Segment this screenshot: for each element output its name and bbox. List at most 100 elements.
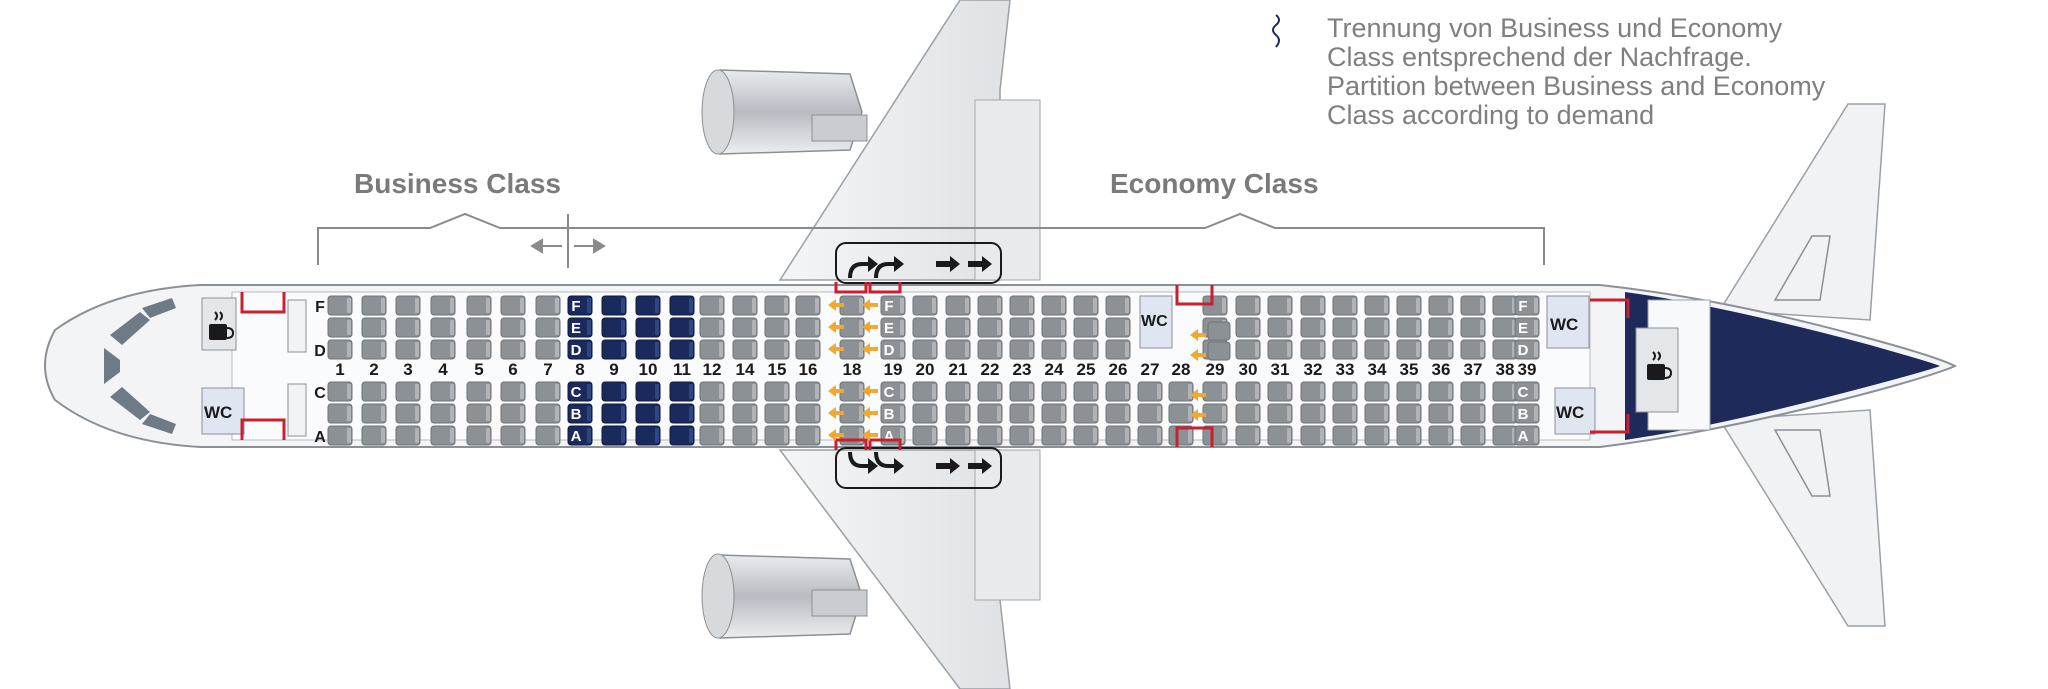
seat-7-E[interactable] — [535, 317, 561, 338]
seat-12-A[interactable] — [699, 425, 725, 446]
seat-21-D[interactable] — [945, 339, 971, 360]
seat-26-D[interactable] — [1105, 339, 1131, 360]
seat-10-E[interactable] — [635, 317, 661, 338]
seat-30-E[interactable] — [1235, 317, 1261, 338]
seat-32-E[interactable] — [1300, 317, 1326, 338]
seat-20-D[interactable] — [912, 339, 938, 360]
seat-36-D[interactable] — [1428, 339, 1454, 360]
seat-7-B[interactable] — [535, 403, 561, 424]
seat-33-F[interactable] — [1332, 295, 1358, 316]
seat-12-E[interactable] — [699, 317, 725, 338]
seat-34-E[interactable] — [1364, 317, 1390, 338]
seat-5-F[interactable] — [466, 295, 492, 316]
seat-7-C[interactable] — [535, 381, 561, 402]
seat-14-E[interactable] — [732, 317, 758, 338]
seat-23-C[interactable] — [1009, 381, 1035, 402]
seat-6-C[interactable] — [500, 381, 526, 402]
seat-6-F[interactable] — [500, 295, 526, 316]
seat-16-C[interactable] — [795, 381, 821, 402]
seat-7-F[interactable] — [535, 295, 561, 316]
seat-34-C[interactable] — [1364, 381, 1390, 402]
seat-30-A[interactable] — [1235, 425, 1261, 446]
seat-15-E[interactable] — [764, 317, 790, 338]
seat-24-B[interactable] — [1041, 403, 1067, 424]
seat-16-F[interactable] — [795, 295, 821, 316]
seat-1-F[interactable] — [327, 295, 353, 316]
seat-39-E[interactable] — [1514, 317, 1540, 338]
seat-27-A[interactable] — [1137, 425, 1163, 446]
seat-32-A[interactable] — [1300, 425, 1326, 446]
seat-39-F[interactable] — [1514, 295, 1540, 316]
seat-22-A[interactable] — [977, 425, 1003, 446]
seat-15-C[interactable] — [764, 381, 790, 402]
seat-4-F[interactable] — [430, 295, 456, 316]
seat-1-B[interactable] — [327, 403, 353, 424]
seat-15-D[interactable] — [764, 339, 790, 360]
seat-8-C[interactable] — [567, 381, 593, 402]
seat-4-B[interactable] — [430, 403, 456, 424]
seat-14-C[interactable] — [732, 381, 758, 402]
seat-37-C[interactable] — [1460, 381, 1486, 402]
seat-33-E[interactable] — [1332, 317, 1358, 338]
seat-21-B[interactable] — [945, 403, 971, 424]
seat-8-F[interactable] — [567, 295, 593, 316]
seat-22-E[interactable] — [977, 317, 1003, 338]
seat-31-F[interactable] — [1267, 295, 1293, 316]
seat-26-F[interactable] — [1105, 295, 1131, 316]
seat-6-A[interactable] — [500, 425, 526, 446]
seat-31-D[interactable] — [1267, 339, 1293, 360]
seat-2-A[interactable] — [361, 425, 387, 446]
seat-27-B[interactable] — [1137, 403, 1163, 424]
seat-6-B[interactable] — [500, 403, 526, 424]
seat-24-F[interactable] — [1041, 295, 1067, 316]
seat-22-C[interactable] — [977, 381, 1003, 402]
seat-2-E[interactable] — [361, 317, 387, 338]
seat-11-D[interactable] — [669, 339, 695, 360]
seat-11-E[interactable] — [669, 317, 695, 338]
seat-23-A[interactable] — [1009, 425, 1035, 446]
seat-37-E[interactable] — [1460, 317, 1486, 338]
seat-33-C[interactable] — [1332, 381, 1358, 402]
seat-11-A[interactable] — [669, 425, 695, 446]
seat-19-C[interactable] — [880, 381, 906, 402]
seat-34-D[interactable] — [1364, 339, 1390, 360]
seat-4-C[interactable] — [430, 381, 456, 402]
seat-31-A[interactable] — [1267, 425, 1293, 446]
seat-2-B[interactable] — [361, 403, 387, 424]
seat-35-E[interactable] — [1396, 317, 1422, 338]
seat-15-B[interactable] — [764, 403, 790, 424]
seat-23-F[interactable] — [1009, 295, 1035, 316]
seat-5-E[interactable] — [466, 317, 492, 338]
seat-36-E[interactable] — [1428, 317, 1454, 338]
seat-16-B[interactable] — [795, 403, 821, 424]
seat-39-D[interactable] — [1514, 339, 1540, 360]
seat-31-E[interactable] — [1267, 317, 1293, 338]
seat-33-A[interactable] — [1332, 425, 1358, 446]
seat-14-A[interactable] — [732, 425, 758, 446]
seat-20-E[interactable] — [912, 317, 938, 338]
seat-14-F[interactable] — [732, 295, 758, 316]
seat-4-E[interactable] — [430, 317, 456, 338]
seat-21-A[interactable] — [945, 425, 971, 446]
seat-37-B[interactable] — [1460, 403, 1486, 424]
seat-3-D[interactable] — [395, 339, 421, 360]
seat-7-A[interactable] — [535, 425, 561, 446]
seat-25-F[interactable] — [1073, 295, 1099, 316]
seat-34-A[interactable] — [1364, 425, 1390, 446]
seat-11-B[interactable] — [669, 403, 695, 424]
seat-25-E[interactable] — [1073, 317, 1099, 338]
seat-9-E[interactable] — [601, 317, 627, 338]
seat-33-B[interactable] — [1332, 403, 1358, 424]
seat-10-D[interactable] — [635, 339, 661, 360]
seat-23-E[interactable] — [1009, 317, 1035, 338]
seat-20-B[interactable] — [912, 403, 938, 424]
seat-26-B[interactable] — [1105, 403, 1131, 424]
seat-9-A[interactable] — [601, 425, 627, 446]
seat-25-A[interactable] — [1073, 425, 1099, 446]
seat-35-A[interactable] — [1396, 425, 1422, 446]
seat-10-A[interactable] — [635, 425, 661, 446]
seat-15-F[interactable] — [764, 295, 790, 316]
seat-28-C[interactable] — [1168, 381, 1194, 402]
seat-5-A[interactable] — [466, 425, 492, 446]
seat-37-D[interactable] — [1460, 339, 1486, 360]
